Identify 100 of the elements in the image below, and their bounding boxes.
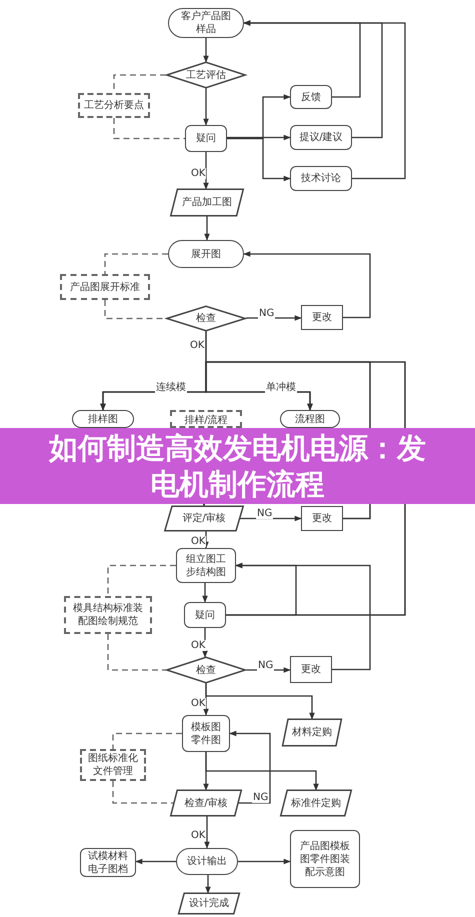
node-label: 排样图 (88, 413, 118, 426)
node-label: 检查 (196, 664, 216, 676)
data-parallelogram (280, 790, 352, 816)
node-label: 图纸标准化文件管理 (87, 752, 139, 778)
node-label: 检查 (196, 312, 216, 325)
arrow (204, 216, 210, 241)
dashed-connector (113, 118, 185, 140)
node-label: 模板图零件图 (190, 720, 222, 746)
arrow (246, 315, 302, 321)
process-box (182, 715, 230, 752)
edge-label: OK (190, 698, 206, 709)
process-box (290, 166, 352, 191)
arrow (246, 667, 291, 673)
arrow (205, 752, 319, 791)
process-box (185, 125, 227, 152)
arrow (227, 134, 291, 140)
note-box (64, 596, 152, 634)
edge-label: OK (190, 168, 206, 179)
arrow (227, 138, 291, 182)
arrow (203, 152, 209, 190)
decision-diamond (166, 62, 246, 88)
note-box (80, 749, 146, 781)
node-label: 组立图工步结构图 (185, 552, 227, 578)
edge-label: OK (190, 830, 206, 841)
node-label: 更改 (312, 311, 332, 324)
arrow (243, 251, 371, 318)
node-label: 检查/审核 (184, 796, 228, 810)
data-parallelogram (164, 506, 244, 531)
terminal-pill (168, 240, 244, 268)
node-label: 流程图 (295, 413, 325, 426)
node-label: 产品图模板图零件图装配示意图 (299, 840, 351, 878)
process-box (80, 848, 136, 877)
dashed-connector (107, 634, 166, 671)
data-parallelogram (170, 790, 242, 816)
process-box (290, 656, 332, 683)
dashed-connector (112, 781, 174, 804)
arrow (235, 562, 371, 670)
node-label: 工艺评估 (186, 68, 226, 82)
node-label: 疑问 (195, 608, 215, 622)
arrow (205, 683, 315, 720)
dashed-connector (112, 732, 182, 749)
node-label: 反馈 (301, 90, 321, 104)
edge-label: 单冲模 (265, 382, 297, 393)
title-banner: 如何制造高效发电机电源：发电机制作流程 (0, 428, 475, 504)
arrow (240, 516, 302, 522)
decision-diamond (166, 306, 246, 331)
node-label: 设计完成 (189, 897, 229, 910)
process-box (290, 85, 332, 109)
arrow (203, 88, 209, 126)
note-box (78, 93, 150, 118)
node-label: 产品图展开标准 (70, 280, 140, 294)
edge-label: NG (257, 660, 274, 671)
edge-label: NG (252, 792, 270, 803)
node-label: 材料定购 (292, 726, 332, 739)
node-label: 排样/流程 (184, 414, 228, 427)
arrow (203, 38, 209, 63)
process-box (301, 506, 343, 531)
node-label: 疑问 (196, 132, 216, 145)
decision-diamond (166, 657, 246, 683)
data-parallelogram (170, 189, 244, 216)
terminal-pill (176, 848, 238, 875)
edge-label: NG (256, 508, 274, 519)
node-label: 产品加工图 (182, 196, 232, 209)
data-parallelogram (282, 719, 342, 746)
node-label: 标准件定购 (291, 796, 341, 810)
note-box (60, 274, 150, 300)
node-label: 评定/审核 (182, 512, 226, 525)
arrow (202, 628, 208, 658)
arrow (204, 816, 210, 849)
process-box (301, 305, 343, 330)
process-box (176, 548, 236, 583)
edge-label: OK (190, 640, 206, 651)
arrow (135, 858, 176, 864)
process-box (184, 602, 226, 628)
flow-label: OK (190, 340, 204, 351)
arrow (243, 20, 406, 180)
process-box (290, 125, 352, 150)
edge-label: 连续模 (155, 382, 187, 393)
terminal-pill (280, 410, 340, 428)
process-box (290, 830, 360, 888)
node-label: 工艺分析要点 (84, 99, 144, 112)
node-label: 提议/建议 (299, 131, 343, 144)
arrow (229, 730, 271, 804)
arrow (205, 875, 211, 894)
dashed-connector (107, 564, 176, 596)
edge-label: OK (190, 536, 206, 547)
arrow (238, 858, 291, 864)
dashed-connector (104, 253, 168, 274)
note-box (170, 410, 242, 428)
node-label: 设计输出 (187, 855, 227, 868)
arrow (202, 583, 208, 603)
arrow (203, 531, 209, 549)
node-label: 客户产品图样品 (180, 10, 232, 36)
data-parallelogram (178, 893, 240, 914)
node-label: 更改 (301, 663, 321, 676)
node-label: 技术讨论 (301, 172, 341, 185)
node-label: 更改 (312, 512, 332, 525)
terminal-pill (168, 8, 244, 38)
node-label: 模具结构标准装配图绘制规范 (72, 602, 144, 628)
node-label: 展开图 (191, 248, 221, 260)
